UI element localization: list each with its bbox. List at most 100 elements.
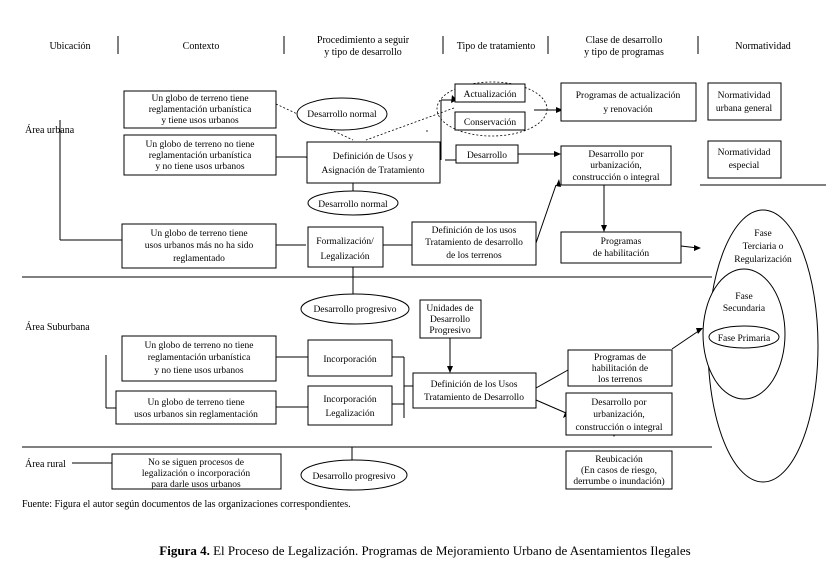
svg-text:Desarrollo progresivo: Desarrollo progresivo <box>313 305 396 315</box>
svg-text:Incorporación: Incorporación <box>323 395 377 405</box>
svg-text:legalización o incorporación: legalización o incorporación <box>142 469 250 479</box>
svg-text:construcción o integral: construcción o integral <box>572 173 659 183</box>
context-box: No se siguen procesos de legalización o … <box>111 453 282 490</box>
svg-text:de habilitación: de habilitación <box>593 249 649 259</box>
svg-text:Un globo de terreno tiene: Un globo de terreno tiene <box>150 229 247 239</box>
header-clase-1: Clase de desarrollo <box>586 35 663 46</box>
svg-text:Un globo de terreno no tiene: Un globo de terreno no tiene <box>146 140 255 150</box>
header-normatividad: Normatividad <box>735 41 791 52</box>
treatment-box-desarrollo: Desarrollo <box>455 144 519 164</box>
oval-desarrollo-progresivo: Desarrollo progresivo <box>300 459 408 491</box>
svg-text:urbanización,: urbanización, <box>590 161 641 171</box>
header-contexto: Contexto <box>183 41 220 52</box>
header-ubicacion: Ubicación <box>49 41 90 52</box>
svg-text:construcción o integral: construcción o integral <box>575 423 662 433</box>
svg-text:Definición de los Usos: Definición de los Usos <box>431 379 518 390</box>
svg-text:usos urbanos sin reglamentació: usos urbanos sin reglamentación <box>134 410 258 420</box>
program-box: Programas de habilitación <box>560 231 682 264</box>
program-box: Desarrollo por urbanización, construcció… <box>565 392 673 436</box>
svg-text:y no tiene usos urbanos: y no tiene usos urbanos <box>155 162 244 172</box>
svg-text:y tiene usos urbanos: y tiene usos urbanos <box>161 116 239 126</box>
program-box: Desarrollo por urbanización, construcció… <box>560 145 672 186</box>
treatment-box-conservacion: Conservación <box>454 111 526 131</box>
svg-text:Incorporación: Incorporación <box>323 355 377 365</box>
procedure-box: Definición de Usos y Asignación de Trata… <box>306 141 441 184</box>
svg-text:usos urbanos más no ha sido: usos urbanos más no ha sido <box>145 241 254 251</box>
treatment-oval <box>436 81 548 137</box>
svg-text:Desarrollo: Desarrollo <box>430 315 470 325</box>
svg-text:Reubicación: Reubicación <box>595 455 643 465</box>
context-box: Un globo de terreno tiene usos urbanos m… <box>121 223 277 269</box>
svg-text:Tratamiento de Desarrollo: Tratamiento de Desarrollo <box>424 393 524 403</box>
zone-label-rural: Área rural <box>25 458 66 470</box>
svg-text:Desarrollo normal: Desarrollo normal <box>318 200 388 210</box>
program-box: Programas de actualización y renovación <box>560 82 697 122</box>
phase-primaria: Fase Primaria <box>708 325 780 349</box>
header-procedimiento-1: Procedimiento a seguir <box>317 35 410 46</box>
svg-text:de los terrenos: de los terrenos <box>446 251 502 261</box>
svg-text:No se siguen procesos de: No se siguen procesos de <box>148 458 244 468</box>
procedure-box: Formalización/ Legalización <box>307 226 384 268</box>
context-box: Un globo de terreno no tiene reglamentac… <box>123 134 277 176</box>
svg-text:Desarrollo progresivo: Desarrollo progresivo <box>312 472 395 482</box>
context-box: Un globo de terreno tiene reglamentación… <box>123 90 277 129</box>
svg-text:Desarrollo normal: Desarrollo normal <box>307 110 377 120</box>
oval-desarrollo-normal: Desarrollo normal <box>307 190 399 216</box>
svg-text:urbana general: urbana general <box>716 104 773 114</box>
svg-text:Unidades de: Unidades de <box>426 304 473 314</box>
svg-text:Asignación de Tratamiento: Asignación de Tratamiento <box>322 166 425 176</box>
oval-desarrollo-progresivo: Desarrollo progresivo <box>300 293 410 325</box>
svg-text:Formalización/: Formalización/ <box>316 237 374 247</box>
svg-text:para darle usos urbanos: para darle usos urbanos <box>151 480 241 490</box>
svg-text:reglamentación urbanística: reglamentación urbanística <box>149 151 252 161</box>
svg-text:Un globo de terreno tiene: Un globo de terreno tiene <box>147 398 244 408</box>
svg-text:Programas de: Programas de <box>594 353 646 363</box>
svg-text:urbanización,: urbanización, <box>593 410 644 420</box>
svg-text:Fase: Fase <box>754 229 771 239</box>
svg-text:Fase Primaria: Fase Primaria <box>718 334 771 344</box>
svg-text:Desarrollo por: Desarrollo por <box>591 398 647 408</box>
svg-text:Progresivo: Progresivo <box>429 326 470 336</box>
svg-text:Fase: Fase <box>735 292 752 302</box>
treatment-box-actualizacion: Actualización <box>454 83 526 103</box>
svg-text:Conservación: Conservación <box>464 118 516 128</box>
procedure-box: Definición de los Usos Tratamiento de De… <box>412 372 537 409</box>
svg-text:Un globo de terreno tiene: Un globo de terreno tiene <box>151 94 248 104</box>
svg-text:derrumbe o inundación): derrumbe o inundación) <box>573 476 664 487</box>
svg-text:y no tiene usos urbanos: y no tiene usos urbanos <box>154 366 243 376</box>
normatividad-box: Normatividad especial <box>707 140 782 179</box>
svg-text:Regularización: Regularización <box>734 255 792 265</box>
svg-text:Definición de Usos y: Definición de Usos y <box>333 151 414 162</box>
normatividad-box: Normatividad urbana general <box>707 82 782 121</box>
procedure-box: Unidades de Desarrollo Progresivo <box>419 299 482 339</box>
svg-text:Desarrollo por: Desarrollo por <box>588 150 644 160</box>
procedure-box: Definición de los usos Tratamiento de de… <box>411 221 537 266</box>
svg-text:Un globo de terreno no tiene: Un globo de terreno no tiene <box>145 341 254 351</box>
svg-text:Normatividad: Normatividad <box>718 148 771 158</box>
svg-text:habilitación de: habilitación de <box>592 364 648 374</box>
procedure-box: Incorporación Legalización <box>307 385 393 426</box>
header-procedimiento-2: y tipo de desarrollo <box>324 47 401 58</box>
procedure-box: Incorporación <box>307 339 393 377</box>
column-headers: Ubicación Contexto Procedimiento a segui… <box>49 35 790 58</box>
svg-text:Secundaria: Secundaria <box>723 304 766 314</box>
zone-label-suburbana: Área Suburbana <box>25 321 90 333</box>
header-tipo-tratamiento: Tipo de tratamiento <box>457 41 536 52</box>
figure-caption: Figura 4. El Proceso de Legalización. Pr… <box>159 543 690 558</box>
svg-text:Programas de actualización: Programas de actualización <box>576 91 681 101</box>
svg-text:Programas: Programas <box>601 237 642 247</box>
svg-text:Tratamiento de desarrollo: Tratamiento de desarrollo <box>425 238 523 248</box>
svg-text:Desarrollo: Desarrollo <box>467 151 507 161</box>
svg-text:(En casos de riesgo,: (En casos de riesgo, <box>581 465 657 476</box>
header-clase-2: y tipo de programas <box>584 47 664 58</box>
program-box: Reubicación (En casos de riesgo, derrumb… <box>565 450 673 490</box>
svg-text:los terrenos: los terrenos <box>598 375 642 385</box>
zone-label-urbana: Área urbana <box>25 124 75 136</box>
svg-text:y renovación: y renovación <box>603 105 653 115</box>
svg-text:Legalización: Legalización <box>325 409 374 419</box>
source-note: Fuente: Figura el autor según documentos… <box>22 499 351 510</box>
svg-text:especial: especial <box>729 161 760 171</box>
svg-text:Terciaria o: Terciaria o <box>743 242 784 252</box>
svg-text:Normatividad: Normatividad <box>718 91 771 101</box>
